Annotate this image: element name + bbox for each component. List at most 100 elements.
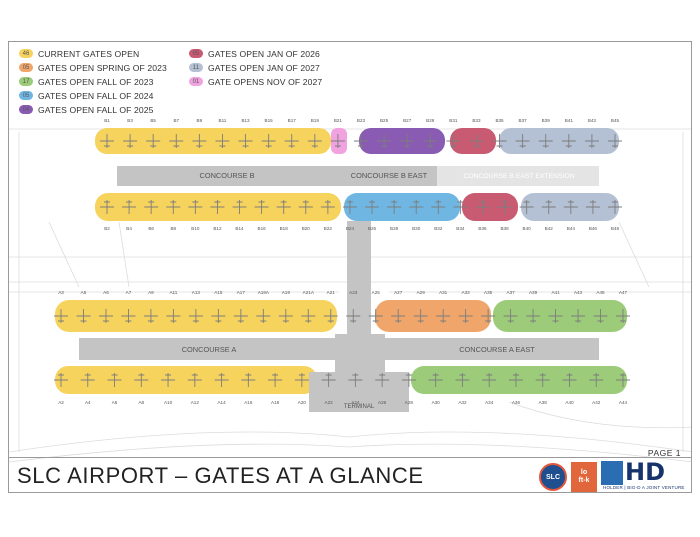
gate-label-b40: B40 <box>523 226 532 231</box>
gate-label-a24: A24 <box>351 400 360 405</box>
aircraft-icon <box>508 373 523 387</box>
aircraft-icon <box>538 134 553 148</box>
concourse-b-pier-top <box>95 128 331 154</box>
concourse-a-spine <box>79 338 341 360</box>
gate-label-a2: A2 <box>58 400 64 405</box>
gate-label-b24: B24 <box>346 226 355 231</box>
aircraft-icon <box>210 200 225 214</box>
gate-label-b28: B28 <box>390 226 399 231</box>
gate-label-a21: A21 <box>327 290 336 295</box>
gate-label-b11: B11 <box>219 118 227 123</box>
legend-label: CURRENT GATES OPEN <box>38 48 140 59</box>
aircraft-icon <box>453 200 468 214</box>
legend-label: GATES OPEN FALL OF 2025 <box>38 104 154 115</box>
aircraft-icon <box>354 134 368 148</box>
aircraft-icon <box>143 309 158 323</box>
gate-label-b45: B45 <box>611 118 620 123</box>
gate-label-a15: A15 <box>214 290 223 295</box>
gate-label-a7: A7 <box>126 290 132 295</box>
aircraft-icon <box>188 309 203 323</box>
gate-label-a18: A18 <box>271 400 280 405</box>
gate-label-a19a: A19A <box>258 290 270 295</box>
gate-label-b14: B14 <box>235 226 244 231</box>
gate-label-b5: B5 <box>150 118 156 123</box>
aircraft-icon <box>400 134 415 148</box>
gate-label-a31: A31 <box>439 290 448 295</box>
aircraft-icon <box>365 200 380 214</box>
legend-item: 11 GATES OPEN JAN OF 2027 <box>189 61 320 74</box>
aircraft-icon <box>446 134 461 148</box>
legend-item: 01 GATE OPENS NOV OF 2027 <box>189 75 322 88</box>
legend-item: 04 GATES OPEN FALL OF 2025 <box>19 103 154 116</box>
terminal-label: TERMINAL <box>344 404 375 410</box>
aircraft-icon <box>455 373 470 387</box>
concourse-a-east-label: CONCOURSE A EAST <box>459 345 535 354</box>
gate-label-a43: A43 <box>574 290 583 295</box>
aircraft-icon <box>166 309 181 323</box>
gate-label-b20: B20 <box>302 226 311 231</box>
gate-label-b7: B7 <box>173 118 179 123</box>
aircraft-icon <box>100 134 114 148</box>
gate-label-b3: B3 <box>127 118 133 123</box>
gate-label-a5: A5 <box>81 290 87 295</box>
gate-label-a35: A35 <box>484 290 493 295</box>
aircraft-icon <box>563 200 578 214</box>
aircraft-icon <box>375 373 390 387</box>
aircraft-icon <box>571 309 586 323</box>
gate-label-a10: A10 <box>164 400 173 405</box>
aircraft-icon <box>548 309 563 323</box>
gate-label-a14: A14 <box>217 400 226 405</box>
connector-tunnel <box>347 221 371 341</box>
legend-swatch: 01 <box>189 77 203 86</box>
legend-swatch: 11 <box>189 63 203 72</box>
legend-label: GATES OPEN FALL OF 2023 <box>38 76 154 87</box>
ltk-logo-line2: ft-k <box>578 477 590 484</box>
gate-label-a16: A16 <box>244 400 253 405</box>
aircraft-icon <box>192 134 207 148</box>
gate-label-a39: A39 <box>529 290 538 295</box>
gate-label-b21: B21 <box>334 118 343 123</box>
concourse-b-east-extension-label: CONCOURSE B EAST EXTENSION <box>463 173 574 180</box>
page-label: PAGE 1 <box>647 448 681 458</box>
aircraft-icon <box>284 134 299 148</box>
legend-swatch: 05 <box>189 49 203 58</box>
gate-label-b37: B37 <box>519 118 528 123</box>
aircraft-icon <box>342 200 357 214</box>
legend-label: GATES OPEN JAN OF 2027 <box>208 62 320 73</box>
gate-label-b12: B12 <box>213 226 222 231</box>
title-bar: SLC AIRPORT – GATES AT A GLANCE SLC lo f… <box>9 457 691 492</box>
aircraft-icon <box>294 373 309 387</box>
b-east-blue-block <box>344 193 460 221</box>
gate-label-a47: A47 <box>619 290 628 295</box>
concourse-b-east-label: CONCOURSE B EAST <box>351 171 428 180</box>
gate-label-a38: A38 <box>539 400 548 405</box>
legend-swatch: 04 <box>19 105 33 114</box>
gate-label-b35: B35 <box>495 118 504 123</box>
page-title: SLC AIRPORT – GATES AT A GLANCE <box>17 463 424 488</box>
aircraft-icon <box>76 309 91 323</box>
legend-swatch: 17 <box>19 77 33 86</box>
aircraft-icon <box>54 373 68 387</box>
gate-label-a21a: A21A <box>303 290 315 295</box>
gate-label-a22: A22 <box>325 400 334 405</box>
gate-label-b48: B48 <box>611 226 620 231</box>
aircraft-icon <box>161 373 176 387</box>
gate-label-a6: A6 <box>112 400 118 405</box>
concourse-b-label: CONCOURSE B <box>199 171 254 180</box>
gate-label-b4: B4 <box>126 226 132 231</box>
gate-label-a45: A45 <box>596 290 605 295</box>
gate-label-a19: A19 <box>282 290 291 295</box>
aircraft-icon <box>121 309 136 323</box>
concourse-b-east-spine <box>339 166 437 186</box>
gate-label-a11: A11 <box>169 290 177 295</box>
legend-label: GATE OPENS NOV OF 2027 <box>208 76 323 87</box>
b-ext-top <box>499 128 619 154</box>
gate-label-b25: B25 <box>380 118 389 123</box>
aircraft-icon <box>346 309 361 323</box>
gate-label-a23: A23 <box>349 290 358 295</box>
gate-label-b32: B32 <box>434 226 443 231</box>
